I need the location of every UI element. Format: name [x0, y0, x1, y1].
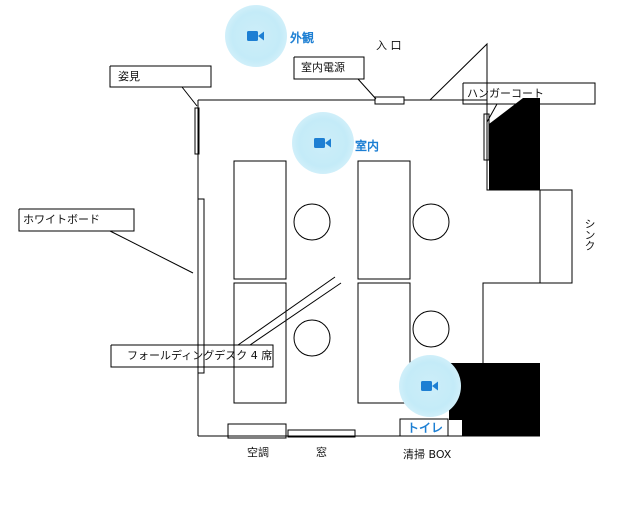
mirror-label: 姿見 — [118, 70, 140, 83]
desk-1 — [233, 160, 287, 280]
chair-2 — [293, 319, 331, 357]
cleaning-box-label: 清掃 BOX — [403, 448, 452, 461]
air-conditioner — [227, 423, 287, 439]
whiteboard — [197, 198, 205, 374]
entrance-label: 入 口 — [376, 39, 402, 52]
hanger-storage — [489, 98, 540, 190]
cleaning-box — [399, 418, 449, 437]
aircon-label: 空調 — [247, 446, 269, 459]
toilet-label: トイレ — [407, 421, 444, 435]
power-outlet — [374, 96, 405, 105]
camera-interior[interactable] — [292, 112, 354, 174]
chair-3 — [412, 203, 450, 241]
mirror-callout — [109, 65, 212, 88]
desk-callout — [110, 344, 274, 368]
power-label: 室内電源 — [301, 61, 345, 74]
camera-exterior[interactable] — [225, 5, 287, 67]
hanger-callout — [462, 82, 596, 105]
sink-label: シンク — [583, 218, 596, 251]
hanger-label: ハンガーコート — [467, 87, 544, 100]
window — [287, 429, 356, 438]
video-camera-icon — [314, 138, 331, 148]
camera-toilet[interactable] — [399, 355, 461, 417]
video-camera-icon — [421, 381, 438, 391]
window-label: 窓 — [316, 446, 327, 459]
sink-counter — [539, 189, 573, 284]
desk-2 — [233, 282, 287, 404]
camera-interior-label: 室内 — [355, 139, 380, 153]
desk-4 — [357, 282, 411, 404]
video-camera-icon — [247, 31, 264, 41]
whiteboard-label: ホワイトボード — [23, 213, 100, 226]
desk-3 — [357, 160, 411, 280]
power-callout — [293, 56, 365, 80]
whiteboard-callout — [18, 208, 135, 232]
toilet-area — [449, 363, 540, 436]
desks-label: フォールディングデスク 4 席 — [127, 349, 273, 362]
chair-4 — [412, 310, 450, 348]
entrance-door — [428, 42, 488, 101]
chair-1 — [293, 203, 331, 241]
camera-exterior-label: 外観 — [290, 31, 315, 45]
mirror — [194, 107, 200, 155]
